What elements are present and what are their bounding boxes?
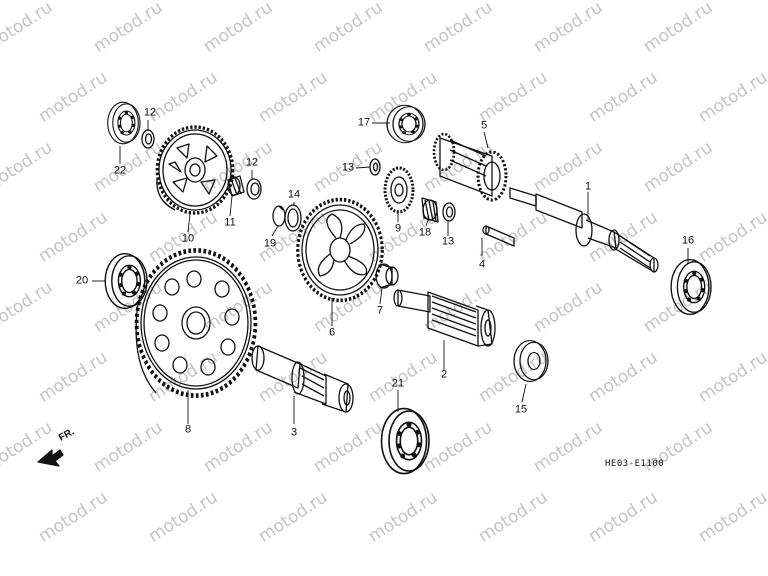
- gear-8: [134, 248, 258, 398]
- callout-4: 4: [478, 258, 486, 271]
- callout-21: 21: [391, 377, 405, 390]
- pin-4: [482, 225, 515, 247]
- callout-3: 3: [290, 426, 298, 439]
- bearing-15: [513, 340, 549, 382]
- needle-bearing-11: [227, 175, 245, 197]
- callout-9: 9: [394, 222, 402, 235]
- leader-lines: [92, 120, 689, 424]
- callout-16: 16: [681, 234, 695, 247]
- callout-10: 10: [181, 232, 195, 245]
- part-code: HE03-E1100: [605, 459, 665, 469]
- washer-12-right: [246, 178, 262, 200]
- callout-12-right: 12: [245, 156, 259, 169]
- shaft-1: [509, 187, 659, 273]
- callout-5: 5: [480, 119, 488, 132]
- bearing-16: [670, 259, 712, 315]
- gear-10: [155, 125, 235, 215]
- front-arrow-icon: [37, 449, 64, 467]
- callout-7: 7: [376, 304, 384, 317]
- bearing-22: [107, 101, 141, 145]
- gear-9: [383, 166, 415, 214]
- gear-5: [432, 132, 508, 202]
- needle-bearing-18: [421, 197, 439, 223]
- callout-17: 17: [357, 116, 371, 129]
- callout-6: 6: [328, 326, 336, 339]
- gear-6: [296, 197, 384, 303]
- callout-15: 15: [514, 403, 528, 416]
- callout-14: 14: [287, 188, 301, 201]
- shaft-3: [251, 345, 354, 413]
- needle-bearing-7: [375, 263, 399, 289]
- bearing-21: [380, 407, 430, 475]
- circlip-14: [284, 204, 302, 232]
- shaft-2: [393, 289, 496, 347]
- callout-12-left: 12: [143, 106, 157, 119]
- bearing-17: [386, 104, 426, 144]
- callout-18: 18: [418, 226, 432, 239]
- callout-20: 20: [75, 274, 89, 287]
- callout-13-upper: 13: [341, 161, 355, 174]
- bearing-20: [104, 252, 148, 310]
- callout-8: 8: [184, 423, 192, 436]
- washer-13-lower: [442, 202, 456, 222]
- callout-22: 22: [113, 164, 127, 177]
- circlip-19: [272, 205, 286, 227]
- washer-13-upper: [369, 158, 381, 176]
- callout-2: 2: [440, 368, 448, 381]
- washer-12-left: [141, 129, 155, 149]
- callout-19: 19: [263, 237, 277, 250]
- callout-1: 1: [584, 180, 592, 193]
- callout-13-lower: 13: [441, 235, 455, 248]
- callout-11: 11: [224, 216, 236, 229]
